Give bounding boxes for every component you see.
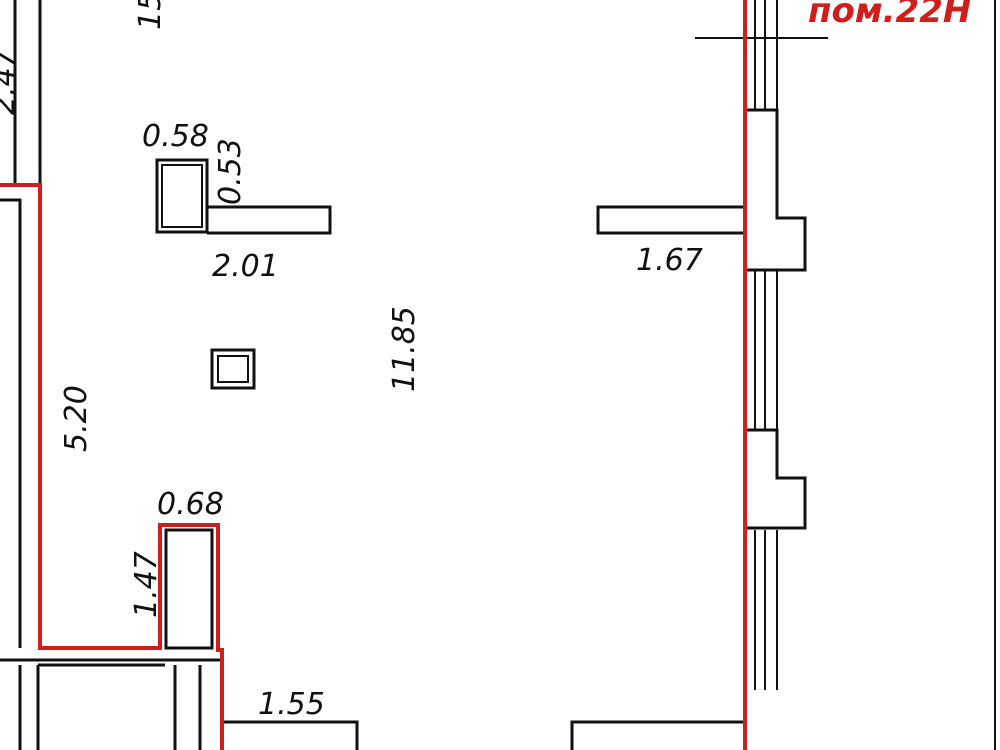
dim-wall-stub-left: 2.01 (212, 249, 279, 284)
left-corridor-walls (0, 0, 222, 750)
dim-niche-width: 0.68 (157, 487, 224, 522)
room-boundary (0, 0, 747, 750)
right-wall-stub (596, 205, 747, 235)
column-middle (210, 348, 256, 390)
room-label: пом.22Н (808, 0, 971, 31)
dim-niche-depth: 1.47 (129, 551, 164, 618)
dim-room-length: 11.85 (387, 306, 422, 392)
dim-left-wall: 5.20 (59, 385, 94, 452)
niche-box (164, 528, 214, 650)
exterior-wall-windows (695, 0, 996, 750)
column-top (155, 158, 332, 235)
dim-left-partial: 2.47 (0, 48, 22, 115)
dim-column-depth: 0.53 (213, 138, 248, 205)
dim-bottom-stub: 1.55 (258, 687, 325, 722)
dim-top-partial: 15 (133, 0, 168, 30)
dim-column-width: 0.58 (142, 119, 209, 154)
bottom-walls (222, 720, 745, 750)
dim-wall-stub-right: 1.67 (636, 243, 703, 278)
